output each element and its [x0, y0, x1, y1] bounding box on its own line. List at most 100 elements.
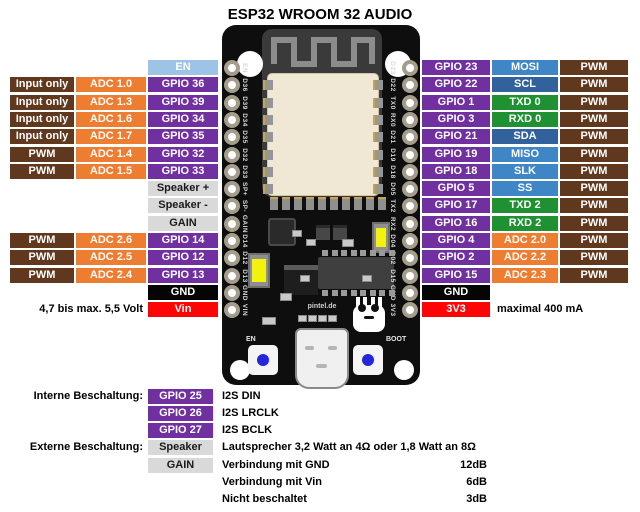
module-pad	[270, 197, 278, 210]
module-pad	[263, 114, 273, 125]
right-pin-func-cell: SS	[492, 181, 558, 196]
ic-leg	[350, 290, 357, 296]
transistor	[333, 225, 347, 240]
boot-button-label: BOOT	[386, 336, 407, 343]
left-pin-adc-cell: ADC 2.5	[76, 250, 146, 265]
right-pin-gpio-cell: GPIO 21	[422, 129, 490, 144]
through-hole	[224, 302, 240, 319]
left-pin-gnd-cell: GND	[148, 285, 218, 300]
through-hole	[224, 284, 240, 301]
smd-resistor	[342, 239, 354, 247]
gain-option-value: 6dB	[466, 476, 487, 488]
smd-pad	[308, 315, 317, 322]
gain-option-desc: Nicht beschaltet	[222, 493, 307, 505]
en-button	[248, 345, 278, 375]
right-pin-gpio-cell: GPIO 23	[422, 60, 490, 75]
right-pin-gpio-cell: GPIO 19	[422, 147, 490, 162]
through-hole	[224, 233, 240, 249]
right-pin-pwm-cell: PWM	[560, 268, 628, 283]
through-hole	[402, 250, 418, 267]
left-pin-gpio-cell: GPIO 12	[148, 250, 218, 265]
right-pin-gpio-cell: GPIO 17	[422, 198, 490, 213]
through-hole	[224, 111, 240, 128]
right-pin-pwm-cell: PWM	[560, 112, 628, 127]
right-pin-pwm-cell: PWM	[560, 164, 628, 179]
module-pad	[373, 184, 383, 195]
gain-option-value: 12dB	[460, 459, 487, 471]
right-pin-3v3-cell: 3V3	[422, 302, 490, 317]
ic-leg	[369, 250, 376, 256]
gain-pin-cell: GAIN	[148, 458, 213, 473]
current-note: maximal 400 mA	[497, 303, 584, 315]
left-pin-adc-cell: ADC 2.6	[76, 233, 146, 248]
gain-option-desc: Verbindung mit Vin	[222, 476, 323, 488]
left-pin-type-cell: Input only	[10, 112, 74, 127]
module-pad	[263, 80, 273, 91]
right-pin-gpio-cell: GPIO 2	[422, 250, 490, 265]
ic-leg	[379, 250, 385, 256]
through-hole	[402, 77, 418, 94]
module-shield	[267, 73, 379, 196]
module-pad	[373, 80, 383, 91]
mounting-hole	[237, 51, 263, 77]
through-hole	[224, 250, 240, 267]
right-pin-func-cell: TXD 0	[492, 95, 558, 110]
left-pin-adc-cell: ADC 1.4	[76, 147, 146, 162]
module-pad	[263, 97, 273, 108]
left-pin-type-cell: Input only	[10, 129, 74, 144]
left-pin-gpio-cell: GPIO 34	[148, 112, 218, 127]
left-pin-gpio-cell: GPIO 13	[148, 268, 218, 283]
page-title: ESP32 WROOM 32 AUDIO	[227, 6, 413, 23]
left-pin-adc-cell: ADC 2.4	[76, 268, 146, 283]
left-pin-adc-cell: ADC 1.3	[76, 95, 146, 110]
module-pad	[263, 184, 273, 195]
i2s-pin-desc: I2S BCLK	[222, 424, 273, 436]
smd-resistor	[306, 239, 316, 246]
through-hole	[402, 181, 418, 198]
robot-logo-icon	[353, 297, 385, 339]
transistor	[316, 225, 330, 240]
through-hole	[402, 302, 418, 319]
right-pin-func-cell: MOSI	[492, 60, 558, 75]
smd-pad	[318, 315, 327, 322]
i2s-pin-cell: GPIO 26	[148, 406, 213, 421]
smd-resistor	[292, 230, 302, 237]
led	[248, 253, 270, 288]
through-hole	[402, 60, 418, 76]
antenna-icon	[271, 37, 375, 67]
through-hole	[402, 198, 418, 215]
external-wiring-label: Externe Beschaltung:	[29, 441, 143, 453]
mounting-hole	[230, 360, 250, 380]
ic-leg	[369, 290, 376, 296]
ic-leg	[341, 250, 347, 256]
left-pin-adc-cell: ADC 1.5	[76, 164, 146, 179]
through-hole	[224, 181, 240, 198]
right-pin-pwm-cell: PWM	[560, 77, 628, 92]
through-hole	[402, 284, 418, 301]
ic-leg	[331, 250, 338, 256]
left-pin-type-cell: Input only	[10, 77, 74, 92]
i2s-pin-desc: I2S DIN	[222, 390, 261, 402]
module-pad	[373, 149, 383, 160]
module-pad	[294, 197, 302, 210]
right-pin-gpio-cell: GPIO 1	[422, 95, 490, 110]
right-pin-func-cell: TXD 2	[492, 198, 558, 213]
right-pin-pwm-cell: PWM	[560, 216, 628, 231]
through-hole	[224, 129, 240, 146]
through-hole	[402, 94, 418, 111]
mounting-hole	[394, 360, 414, 380]
smd-resistor	[280, 293, 292, 301]
left-pin-gpio-cell: GPIO 36	[148, 77, 218, 92]
through-hole	[402, 163, 418, 180]
right-pin-func-cell: MISO	[492, 147, 558, 162]
right-pin-gpio-cell: GPIO 3	[422, 112, 490, 127]
left-pin-gpio-cell: GPIO 35	[148, 129, 218, 144]
silkscreen-left-label: VIN	[241, 304, 248, 317]
module-pad	[263, 166, 273, 177]
right-pin-gpio-cell: GPIO 4	[422, 233, 490, 248]
left-pin-gpio-cell: GPIO 39	[148, 95, 218, 110]
i2s-pin-cell: GPIO 25	[148, 389, 213, 404]
smd-resistor	[262, 317, 276, 325]
